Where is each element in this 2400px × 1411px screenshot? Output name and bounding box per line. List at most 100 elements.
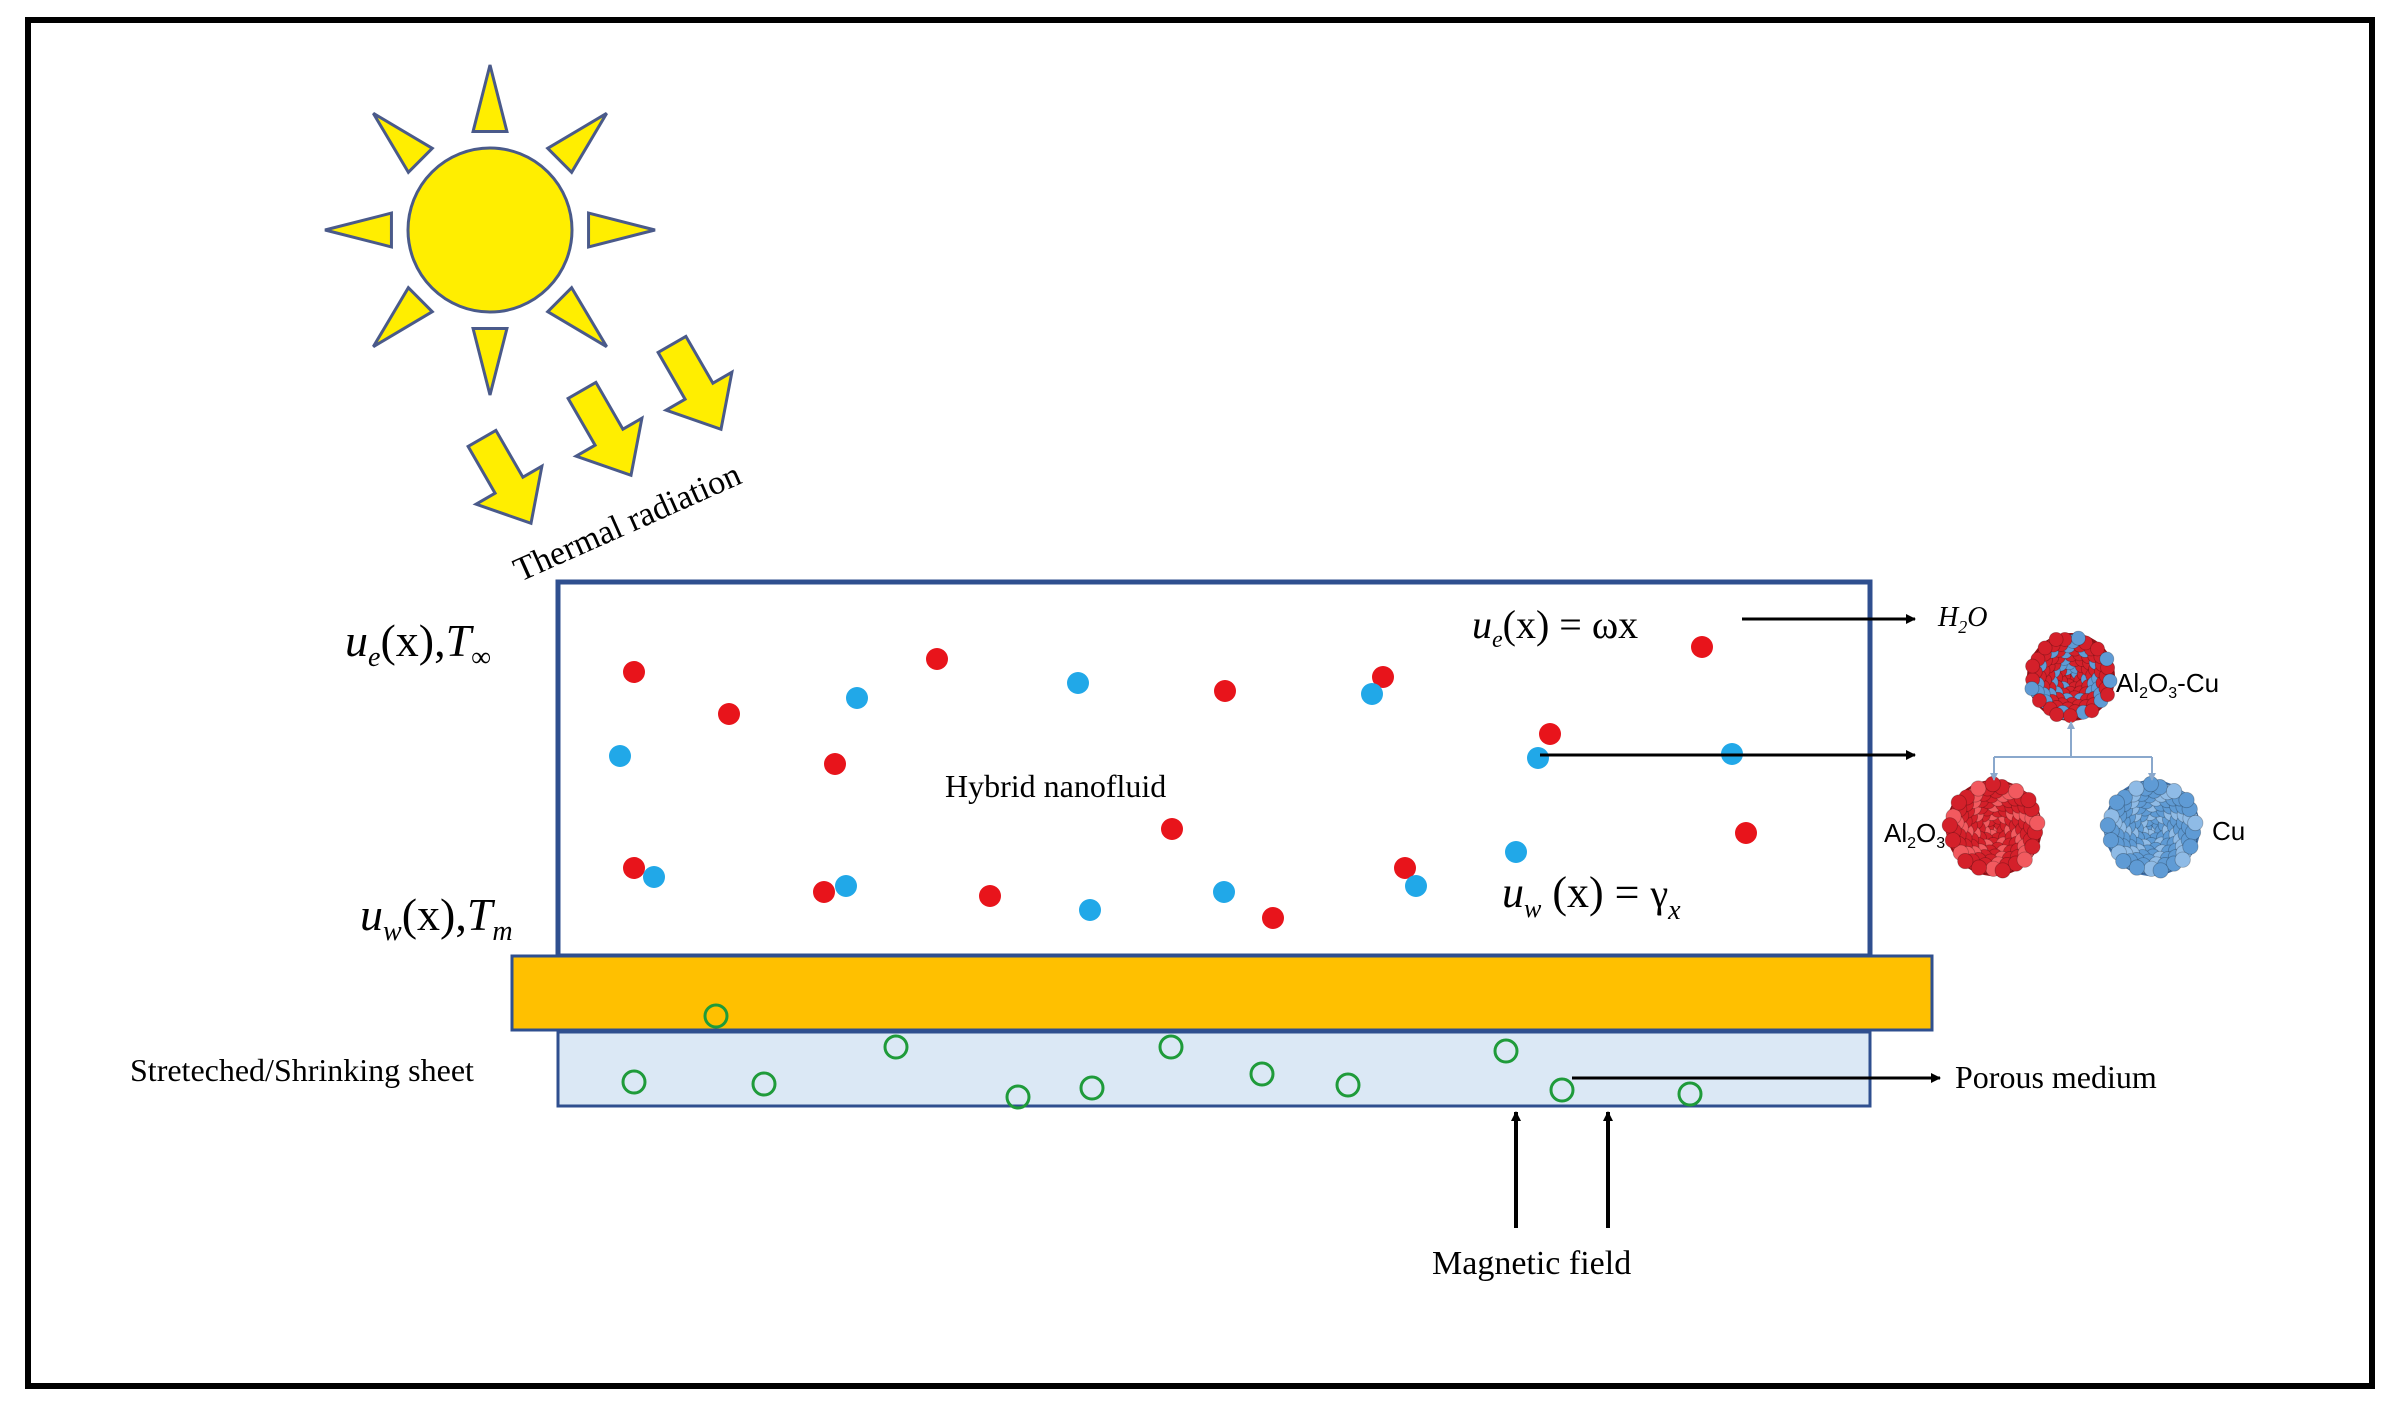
blue-nanoparticle: [1361, 683, 1383, 705]
hybrid-nanofluid-label: Hybrid nanofluid: [945, 768, 1166, 804]
sphere-grain: [1941, 817, 1958, 834]
blue-nanoparticle: [1405, 875, 1427, 897]
sphere-grain: [2031, 693, 2047, 708]
sphere-grain: [2025, 658, 2041, 674]
blue-nanoparticle: [835, 875, 857, 897]
red-nanoparticle: [1214, 680, 1236, 702]
porous-layer: [556, 1030, 1872, 1108]
sphere-grain: [2100, 687, 2115, 703]
blue-nanoparticle: [1213, 881, 1235, 903]
red-nanoparticle: [718, 703, 740, 725]
red-nanoparticle: [623, 661, 645, 683]
sphere-grain: [2108, 794, 2125, 811]
sphere-grain: [2016, 851, 2033, 868]
radiation-arrow-icon: [566, 380, 644, 478]
pore-circle: [1677, 1081, 1703, 1107]
sphere-grain: [2099, 651, 2115, 667]
sphere-grain: [2128, 859, 2145, 876]
sphere-grain: [1950, 794, 1967, 811]
sun-ray: [324, 211, 393, 249]
red-nanoparticle: [926, 648, 948, 670]
al2o3-cu-label: Al2O3-Cu: [2116, 668, 2219, 702]
sphere-grain: [2142, 776, 2159, 793]
blue-nanoparticle: [643, 866, 665, 888]
pore-circle: [1158, 1034, 1184, 1060]
sphere-grain: [2178, 791, 2195, 809]
sphere-grain: [2029, 814, 2046, 832]
pore-circle: [1493, 1038, 1519, 1064]
sun-ray: [545, 285, 608, 348]
uw-right-label: uw (x) = γx: [1502, 868, 1681, 926]
red-nanoparticle: [1539, 723, 1561, 745]
sun-ray: [372, 112, 435, 175]
al2o3-label: Al2O3: [1884, 818, 1945, 852]
sphere-grain: [2115, 853, 2132, 870]
sun-ray: [545, 112, 608, 175]
blue-nanoparticle: [1527, 747, 1549, 769]
pore-circle: [1005, 1084, 1031, 1110]
sphere-grain: [2020, 791, 2037, 809]
red-nanoparticle: [1691, 636, 1713, 658]
red-nanoparticle: [1735, 822, 1757, 844]
sphere-grain: [1970, 859, 1987, 876]
pore-circle: [1079, 1075, 1105, 1101]
red-nanoparticle: [813, 881, 835, 903]
pore-circle: [621, 1069, 647, 1095]
sphere-grain: [1994, 862, 2011, 879]
sphere-grain: [1970, 780, 1987, 797]
sphere-grain: [2128, 780, 2145, 797]
sun-ray: [471, 64, 509, 133]
sphere-grain: [2062, 708, 2078, 724]
blue-nanoparticle: [1067, 672, 1089, 694]
blue-nanoparticle: [1505, 841, 1527, 863]
sphere-grain: [2187, 814, 2204, 832]
red-nanoparticle: [1161, 818, 1183, 840]
red-nanoparticle: [1262, 907, 1284, 929]
red-nanoparticle: [979, 885, 1001, 907]
sun-ray: [372, 285, 435, 348]
magnetic-field-label: Magnetic field: [1432, 1245, 1631, 1282]
sphere-grain: [2049, 707, 2065, 723]
red-nanoparticle: [623, 857, 645, 879]
cu-label: Cu: [2212, 816, 2245, 846]
radiation-arrow-icon: [656, 334, 734, 432]
uw-left-label: uw(x),Tm: [360, 889, 513, 947]
sphere-grain: [2166, 783, 2183, 800]
blue-nanoparticle: [1079, 899, 1101, 921]
ue-right-label: ue(x) = ωx: [1472, 602, 1638, 653]
sphere-grain: [1957, 853, 1974, 870]
sphere-grain: [2102, 832, 2119, 849]
red-nanoparticle: [1372, 666, 1394, 688]
sheet-label: Streteched/Shrinking sheet: [130, 1052, 474, 1088]
sun-icon: [324, 64, 656, 396]
pore-circle: [1249, 1061, 1275, 1087]
red-nanoparticle: [1394, 857, 1416, 879]
blue-nanoparticle: [609, 745, 631, 767]
sun-ray: [587, 211, 656, 249]
sphere-grain: [2084, 703, 2100, 719]
radiation-arrow-icon: [466, 428, 544, 526]
alumina-sphere-icon: [1941, 776, 2046, 879]
nanoparticles: [609, 636, 1757, 929]
copper-sphere-icon: [2099, 776, 2204, 879]
pore-circle: [751, 1071, 777, 1097]
pores: [621, 1003, 1703, 1110]
sphere-grain: [2037, 640, 2053, 656]
ue-left-label: ue(x),T∞: [345, 615, 491, 673]
sphere-grain: [1944, 832, 1961, 849]
red-nanoparticle: [824, 753, 846, 775]
sphere-grain: [2102, 673, 2118, 689]
pore-circle: [1335, 1072, 1361, 1098]
sphere-grain: [2152, 862, 2169, 879]
blue-nanoparticle: [846, 687, 868, 709]
sphere-grain: [2182, 838, 2199, 855]
radiation-arrows: [466, 334, 734, 526]
pore-circle: [703, 1003, 729, 1029]
pore-circle: [1549, 1077, 1575, 1103]
hybrid-nanoparticle-sphere-icon: [2024, 630, 2118, 724]
sphere-connectors: [1990, 721, 2156, 781]
porous-medium-label: Porous medium: [1955, 1059, 2157, 1095]
sphere-grain: [2008, 783, 2025, 800]
sun-ray: [471, 327, 509, 396]
